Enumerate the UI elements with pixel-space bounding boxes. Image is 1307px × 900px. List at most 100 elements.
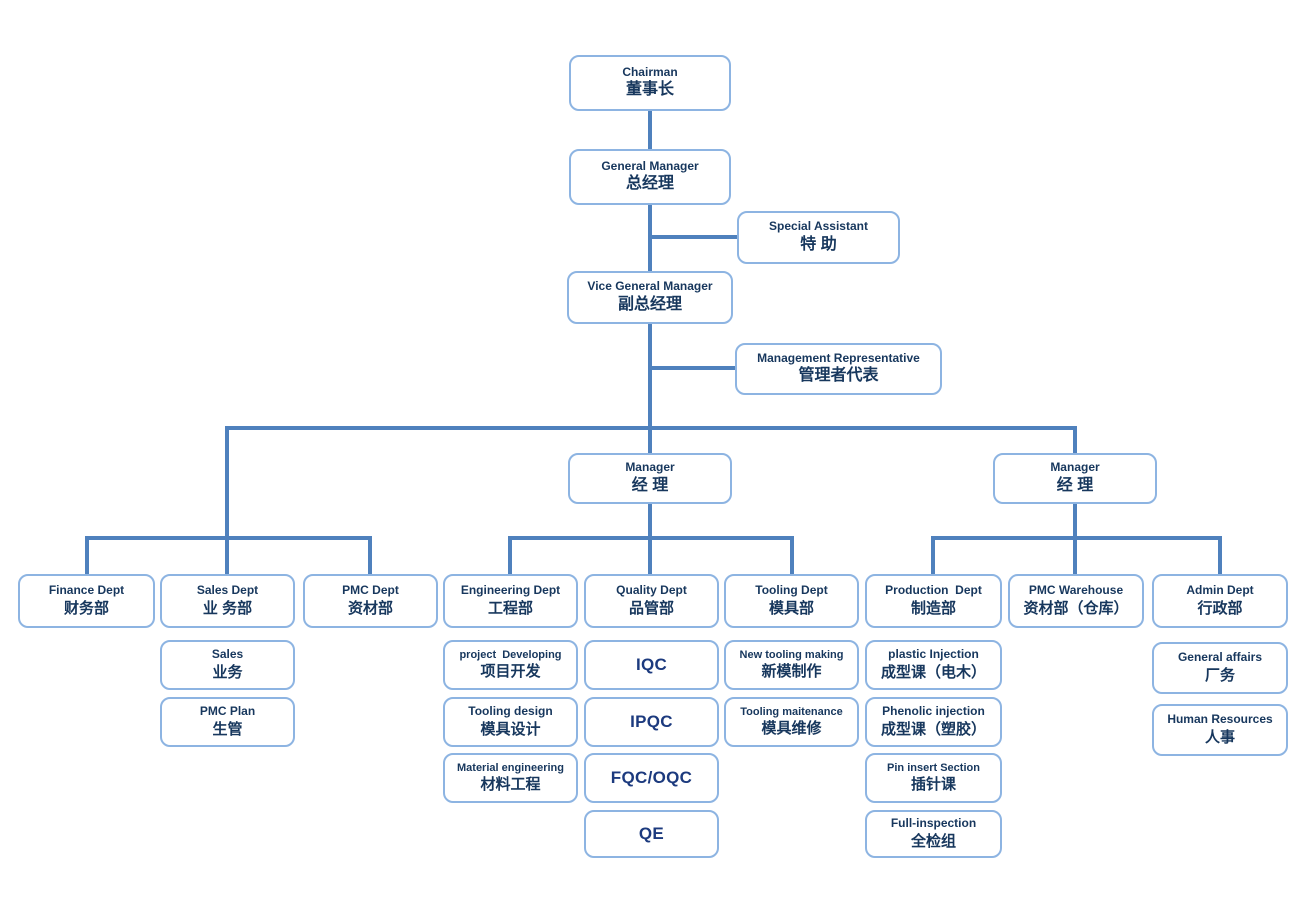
node-label-zh: 经 理 [631,476,669,494]
node-label-en: PMC Dept [342,583,399,598]
org-node-project-developing: project Developing 项目开发 [443,640,578,690]
node-label-zh: 管理者代表 [798,367,879,385]
node-label-zh: 插针课 [910,776,956,794]
node-label-zh: 制造部 [910,600,956,618]
org-node-special-assistant: Special Assistant 特 助 [737,211,900,264]
node-label-en: Pin insert Section [887,762,980,775]
node-label-en: General Manager [601,158,699,173]
connector-drop-manager-mid [648,426,652,453]
node-label-en: Material engineering [457,762,564,775]
node-label-en: project Developing [459,649,562,662]
node-label-en: Management Representative [757,350,920,365]
node-label-zh: 成型课（塑胶） [880,721,986,739]
org-node-phenolic-injection: Phenolic injection 成型课（塑胶） [865,697,1002,747]
node-label-en: Production Dept [885,583,982,598]
node-label-zh: 经 理 [1056,476,1094,494]
node-label-zh: 财务部 [63,600,109,618]
connector-drop-tooling-dept [790,536,794,574]
node-label-en: plastic Injection [888,647,979,662]
node-label-zh: 人事 [1204,729,1235,747]
node-label-en: Tooling Dept [755,583,828,598]
org-node-general-manager: General Manager 总经理 [569,149,731,205]
node-label-en: Sales [211,647,244,662]
connector-gm-special-assistant [650,235,737,239]
node-label-zh: 项目开发 [480,663,541,681]
connector-drop-engineering-dept [508,536,512,574]
connector-drop-pmc-dept [368,536,372,574]
node-label-en: QE [638,823,665,843]
node-label-en: Quality Dept [616,583,687,598]
node-label-en: Human Resources [1167,712,1273,727]
node-label-zh: 模具维修 [761,720,822,738]
node-label-zh: 总经理 [625,175,674,193]
org-node-general-affairs: General affairs 厂务 [1152,642,1288,694]
node-label-en: Tooling design [468,704,553,719]
node-label-zh: 新模制作 [761,663,822,681]
connector-drop-production-dept [931,536,935,574]
node-label-en: Tooling maitenance [740,706,843,719]
org-node-material-engineering: Material engineering 材料工程 [443,753,578,803]
connector-vgm-management-representative [650,366,735,370]
connector-vgm-main-rail [648,324,652,428]
node-label-en: Manager [1050,460,1100,475]
node-label-zh: 品管部 [628,600,674,618]
node-label-en: Sales Dept [196,583,259,598]
node-label-zh: 业务 [212,664,243,682]
org-node-engineering-dept: Engineering Dept 工程部 [443,574,578,628]
org-node-pmc-plan: PMC Plan 生管 [160,697,295,747]
org-node-full-inspection: Full-inspection 全检组 [865,810,1002,858]
connector-drop-sales-dept [225,426,229,574]
org-node-tooling-maintenance: Tooling maitenance 模具维修 [724,697,859,747]
node-label-zh: 模具部 [768,600,814,618]
node-label-en: Manager [625,460,675,475]
node-label-en: IQC [635,654,668,674]
connector-drop-admin-dept [1218,536,1222,574]
org-node-human-resources: Human Resources 人事 [1152,704,1288,756]
node-label-en: General affairs [1177,650,1263,665]
node-label-en: PMC Plan [199,704,256,719]
org-node-new-tooling-making: New tooling making 新模制作 [724,640,859,690]
node-label-zh: 全检组 [910,833,956,851]
node-label-en: Special Assistant [769,219,868,234]
org-node-iqc: IQC [584,640,719,690]
node-label-en: FQC/OQC [610,767,693,787]
org-node-tooling-dept: Tooling Dept 模具部 [724,574,859,628]
node-label-zh: 资材部（仓库） [1023,600,1129,618]
node-label-zh: 生管 [212,721,243,739]
connector-left-rail [85,536,372,540]
node-label-en: Full-inspection [890,816,977,831]
org-node-pmc-dept: PMC Dept 资材部 [303,574,438,628]
node-label-zh: 资材部 [347,600,393,618]
connector-mid-rail [508,536,792,540]
node-label-zh: 模具设计 [480,721,541,739]
org-node-management-representative: Management Representative 管理者代表 [735,343,942,395]
org-node-admin-dept: Admin Dept 行政部 [1152,574,1288,628]
org-node-sales: Sales 业务 [160,640,295,690]
org-node-chairman: Chairman 董事长 [569,55,731,111]
org-node-quality-dept: Quality Dept 品管部 [584,574,719,628]
node-label-en: Vice General Manager [587,279,713,294]
node-label-en: PMC Warehouse [1028,583,1124,598]
org-node-manager-mid: Manager 经 理 [568,453,732,504]
connector-right-rail [931,536,1220,540]
node-label-zh: 董事长 [625,81,674,99]
node-label-en: Phenolic injection [882,704,985,719]
node-label-en: Engineering Dept [460,583,561,598]
node-label-en: Chairman [622,64,678,79]
node-label-en: Finance Dept [48,583,125,598]
node-label-zh: 业 务部 [202,600,253,618]
connector-drop-manager-right [1073,426,1077,453]
node-label-zh: 特 助 [800,235,837,253]
org-node-sales-dept: Sales Dept 业 务部 [160,574,295,628]
org-node-pin-insert-section: Pin insert Section 插针课 [865,753,1002,803]
node-label-en: Admin Dept [1186,583,1254,598]
org-node-vice-general-manager: Vice General Manager 副总经理 [567,271,733,324]
node-label-zh: 行政部 [1197,600,1243,618]
node-label-zh: 工程部 [487,600,533,618]
org-node-finance-dept: Finance Dept 财务部 [18,574,155,628]
connector-drop-finance-dept [85,536,89,574]
org-node-manager-right: Manager 经 理 [993,453,1157,504]
node-label-zh: 厂务 [1204,667,1235,685]
org-node-fqc-oqc: FQC/OQC [584,753,719,803]
